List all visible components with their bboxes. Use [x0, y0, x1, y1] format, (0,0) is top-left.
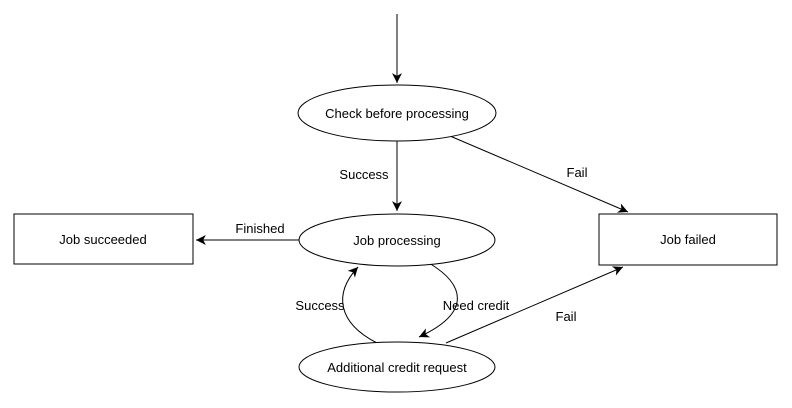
edge-job-processing-to-job-succeeded: Finished: [196, 221, 299, 245]
edge-check-to-job-failed: Fail: [449, 135, 629, 213]
node-check-before-processing: Check before processing: [297, 84, 497, 142]
check-before-processing-ellipse: [297, 84, 497, 142]
edge-line-success-lower: [342, 266, 378, 344]
node-job-failed: Job failed: [598, 213, 778, 266]
edge-line-fail-upper: [449, 135, 629, 213]
job-processing-ellipse: [298, 213, 496, 267]
edge-line-need-credit: [418, 262, 458, 338]
node-label-additional-credit-request: Additional credit request: [327, 360, 467, 375]
edge-label-need-credit: Need credit: [443, 298, 510, 313]
node-label-check-before-processing: Check before processing: [325, 106, 469, 121]
edge-credit-to-job-failed: Fail: [445, 266, 624, 344]
node-label-job-processing: Job processing: [353, 233, 440, 248]
edge-label-fail-upper: Fail: [567, 165, 588, 180]
node-job-processing: Job processing: [298, 213, 496, 267]
job-succeeded-rectangle: [13, 213, 194, 265]
node-additional-credit-request: Additional credit request: [298, 341, 496, 393]
edge-check-to-job-processing: Success: [339, 141, 402, 211]
edge-label-success-upper: Success: [339, 167, 389, 182]
job-failed-rectangle: [598, 213, 778, 266]
edge-line-fail-lower: [445, 266, 624, 344]
node-label-job-succeeded: Job succeeded: [59, 232, 146, 247]
edge-label-finished: Finished: [235, 221, 284, 236]
node-job-succeeded: Job succeeded: [13, 213, 194, 265]
edge-label-fail-lower: Fail: [556, 309, 577, 324]
additional-credit-request-ellipse: [298, 341, 496, 393]
edge-label-success-lower: Success: [295, 298, 345, 313]
node-label-job-failed: Job failed: [660, 232, 716, 247]
edge-job-processing-to-credit: Need credit: [418, 262, 510, 338]
edge-credit-to-job-processing: Success: [295, 266, 378, 344]
